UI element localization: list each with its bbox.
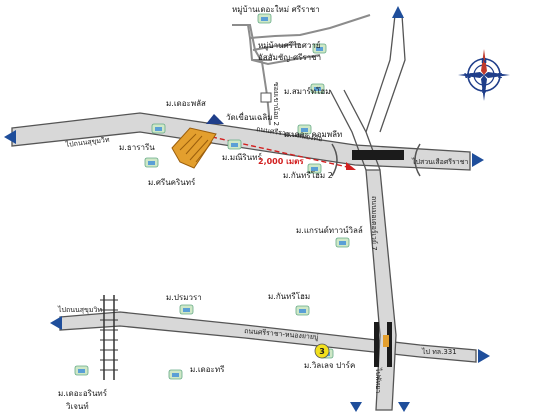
house-icon — [295, 305, 310, 316]
distance-arrowhead — [346, 162, 356, 170]
place-labels: หมู่บ้านเดอะใหม่ ศรีราชา หมู่บ้านศรีไอศว… — [58, 5, 363, 411]
house-icon — [307, 163, 322, 174]
house-icon — [151, 123, 166, 134]
compass-rose: N S E W — [458, 49, 510, 101]
interchange-bridge — [331, 143, 421, 367]
house-icon — [312, 43, 327, 54]
arrow-south-left — [350, 402, 362, 412]
house-icon — [144, 157, 159, 168]
road-motorway: ถนนมอเตอร์เวย์ 7 — [370, 196, 378, 251]
arrow-west-upper — [4, 130, 16, 144]
label-pornwara: ม.ปรมวรา — [166, 293, 202, 302]
label-manirin: ม.มณีรินทร์ — [222, 152, 263, 162]
label-smart-home: ม.สมาร์ทโฮม — [284, 86, 331, 96]
compass-w: W — [464, 72, 472, 80]
lower-road — [59, 311, 477, 363]
house-icon — [335, 237, 350, 248]
direction-arrows — [4, 6, 490, 412]
road-to-pattaya: ไปพัทยา — [374, 367, 383, 393]
label-the-tree: ม.เดอะทรี — [190, 365, 225, 374]
arrow-south-right — [398, 402, 410, 412]
house-icon — [257, 13, 272, 24]
compass-n: N — [481, 57, 487, 65]
arrow-east-lower — [478, 349, 490, 363]
road-soi: ซอยเขาน้อย 2 — [272, 82, 280, 126]
label-virgin: วิเจนท์ — [65, 401, 88, 411]
label-the-compound: ม.เดอะ คอมพลีท — [284, 130, 342, 139]
temple-icon — [206, 114, 224, 124]
label-muban-srisiam: หมู่บ้านศรีไอศวาย์ — [258, 40, 321, 51]
label-the-rich: ม.เดอะอรินทร์ — [58, 388, 108, 398]
label-kanthree: ม.กันทรีโฮม — [268, 291, 310, 301]
label-muban-the-new: หมู่บ้านเดอะใหม่ ศรีราชา — [232, 5, 320, 15]
arrow-north-top — [392, 6, 404, 18]
top-street-network — [232, 14, 371, 126]
road-to-hwy-331: ไป ทล.331 — [421, 347, 457, 356]
numbered-marker — [314, 343, 330, 359]
arrow-west-lower — [50, 316, 62, 330]
railway — [100, 295, 118, 380]
compass-e: E — [498, 72, 503, 80]
house-icon — [179, 304, 194, 315]
road-to-sukhumvit-bottom: ไปถนนสุขุมวิท — [57, 305, 102, 314]
label-assumption: อัสสัมชัญ-ศรีราชา — [258, 53, 321, 62]
house-icon — [74, 365, 89, 376]
house-icon — [310, 83, 325, 94]
landmark-square — [260, 92, 272, 103]
compass-s: S — [481, 87, 486, 95]
label-tharin: ม.ธารารีน — [119, 143, 155, 152]
label-grandhouse: ม.แกรนด์ทาวน์วิลล์ — [296, 225, 363, 235]
target-site — [171, 127, 217, 169]
label-srinakarin: ม.ศรีนครินทร์ — [148, 177, 196, 187]
numbered-marker-label: 3 — [319, 347, 325, 356]
arrow-east-upper — [472, 153, 484, 167]
label-distance: 2,000 เมตร — [258, 157, 304, 166]
road-to-nong-kham: ไปสวนเสือศรีราชา — [411, 157, 468, 166]
label-the-plus: ม.เดอะพลัส — [166, 99, 206, 108]
house-icon — [168, 369, 183, 380]
house-icon — [297, 124, 312, 135]
label-village-park: ม.วิลเลจ ปาร์ค — [304, 360, 355, 370]
label-wat: วัดเขื่อนเฉลิม — [226, 111, 273, 122]
label-kanthree2: ม.กันทรีโฮม 2 — [283, 170, 333, 180]
house-icon — [227, 139, 242, 150]
